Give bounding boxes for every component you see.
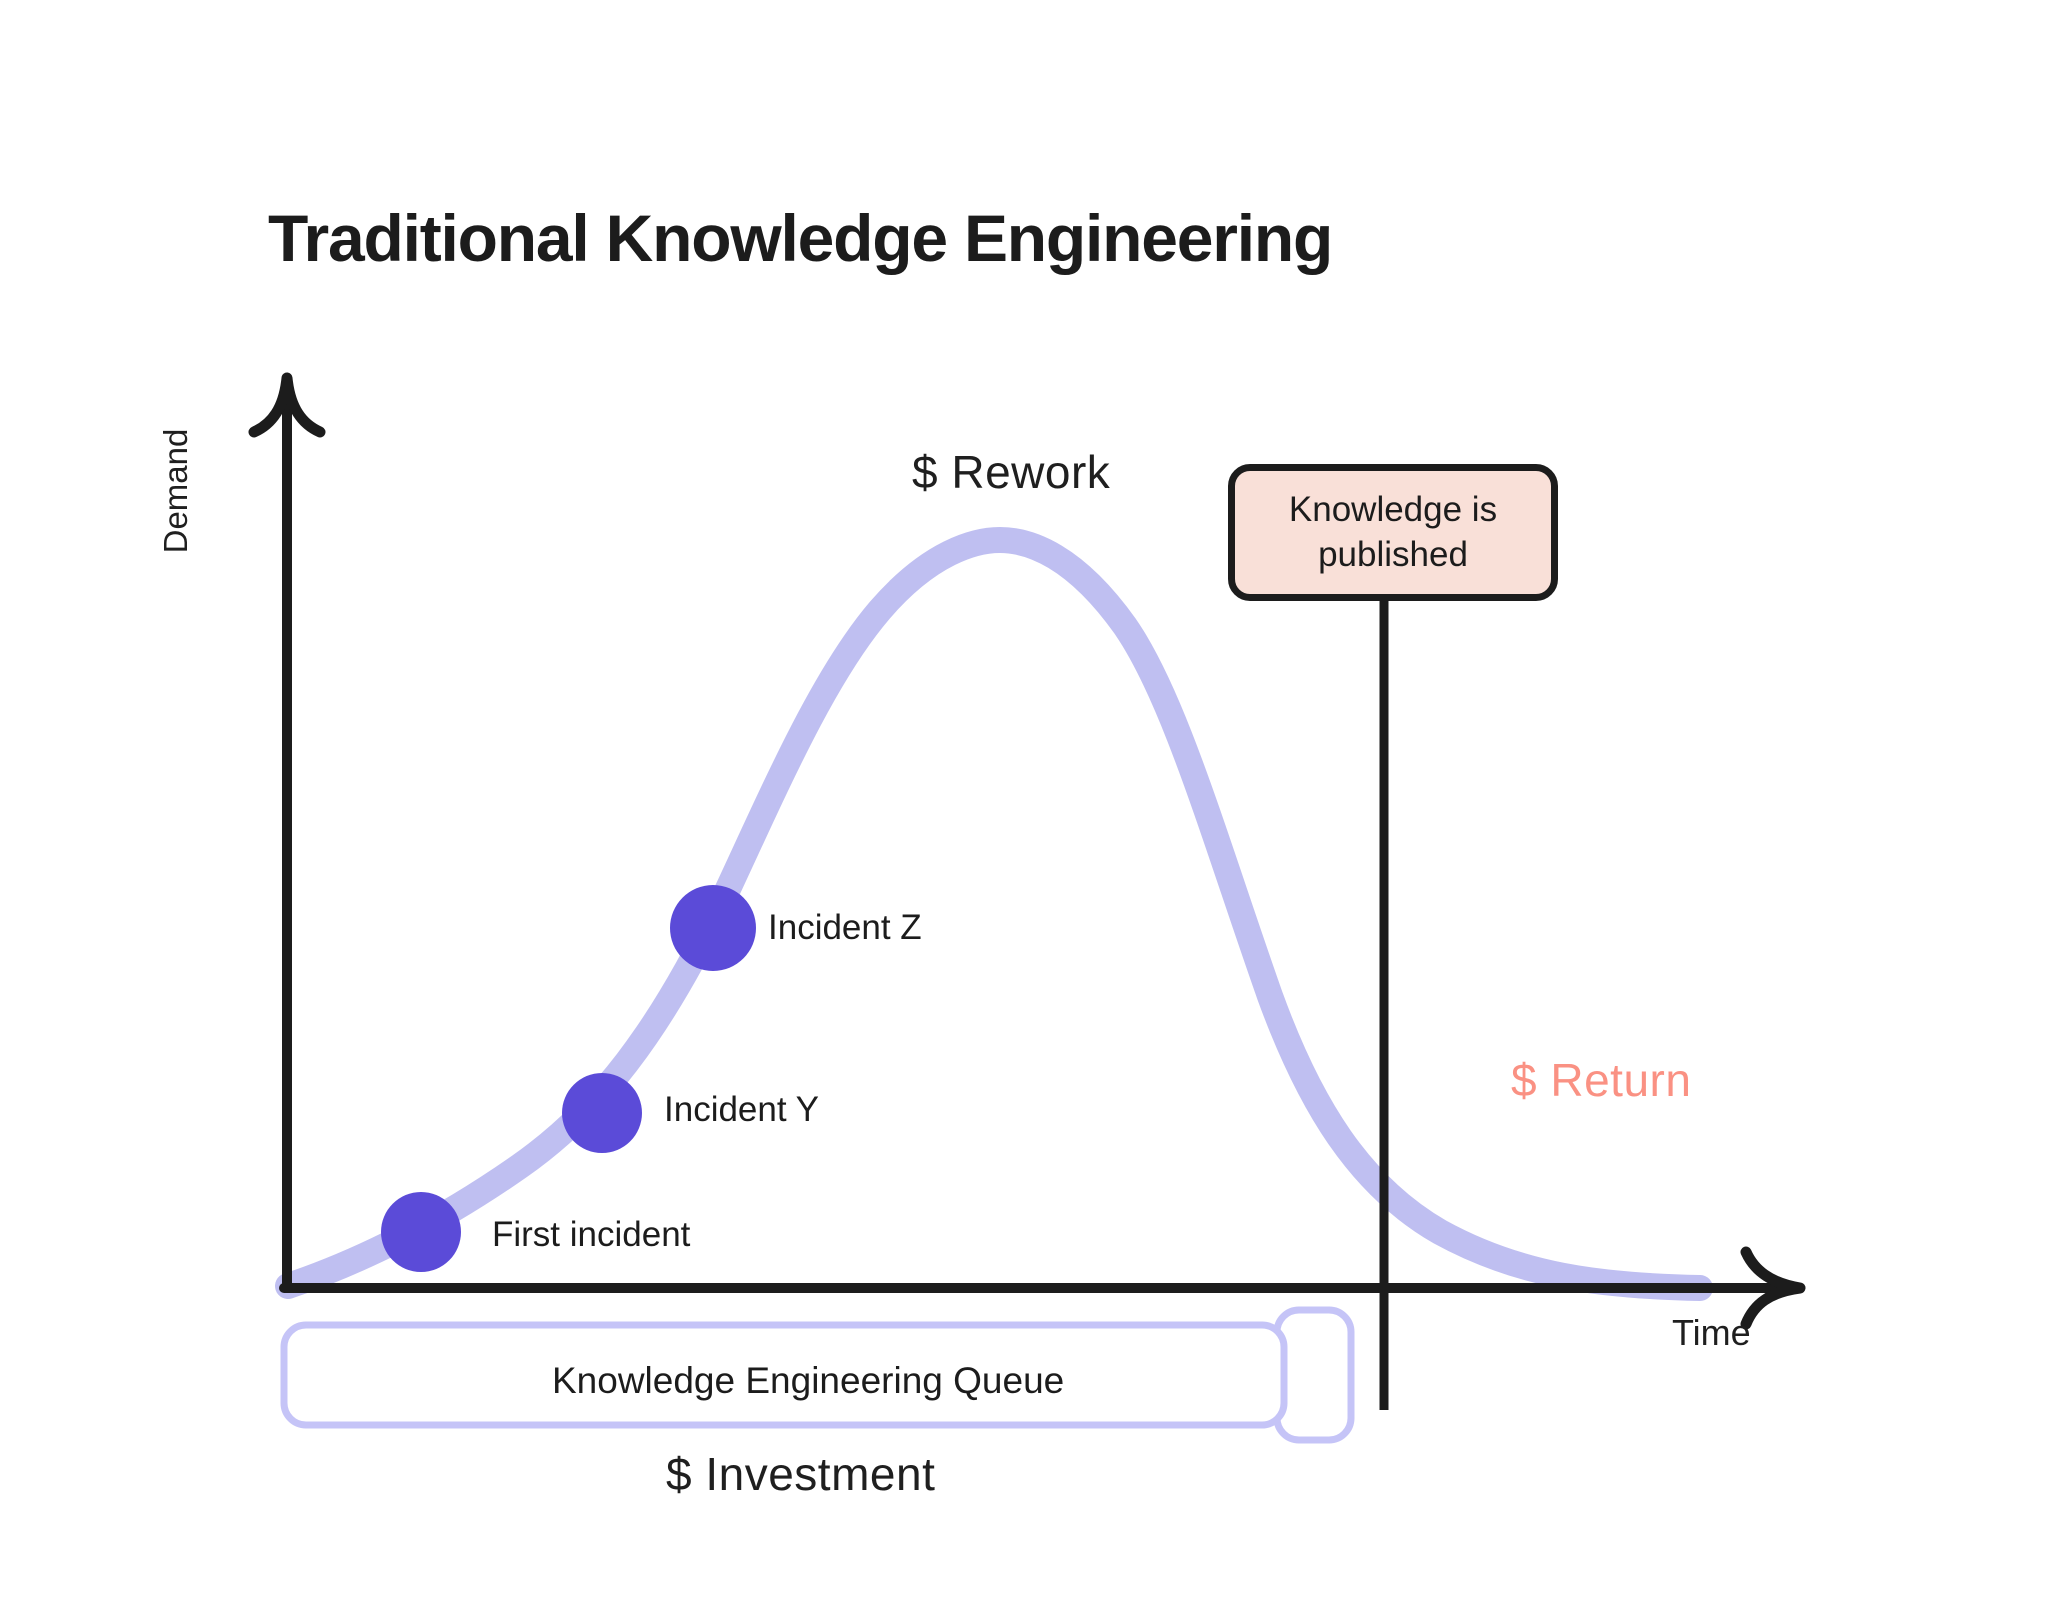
marker-incident-z[interactable] <box>670 885 756 971</box>
marker-incident-y[interactable] <box>562 1073 642 1153</box>
x-axis-label: Time <box>1672 1312 1751 1353</box>
incident-z-label: Incident Z <box>768 908 922 947</box>
x-axis-arrowhead <box>1740 1246 1806 1330</box>
marker-first-incident[interactable] <box>381 1192 461 1272</box>
investment-annotation: $ Investment <box>666 1448 936 1500</box>
knowledge-published-callout: Knowledge is published <box>1228 464 1558 601</box>
return-annotation: $ Return <box>1511 1054 1692 1106</box>
queue-label: Knowledge Engineering Queue <box>552 1360 1065 1401</box>
queue-bar <box>280 1321 1288 1429</box>
y-axis-arrowhead <box>248 372 326 438</box>
queue-end-block <box>1273 1306 1355 1444</box>
demand-curve <box>275 527 1713 1301</box>
page-title: Traditional Knowledge Engineering <box>268 201 1333 275</box>
incident-y-label: Incident Y <box>664 1090 820 1129</box>
first-incident-label: First incident <box>492 1215 691 1254</box>
callout-text: Knowledge is published <box>1288 489 1498 574</box>
rework-annotation: $ Rework <box>912 446 1111 498</box>
y-axis-label: Demand <box>157 428 194 554</box>
